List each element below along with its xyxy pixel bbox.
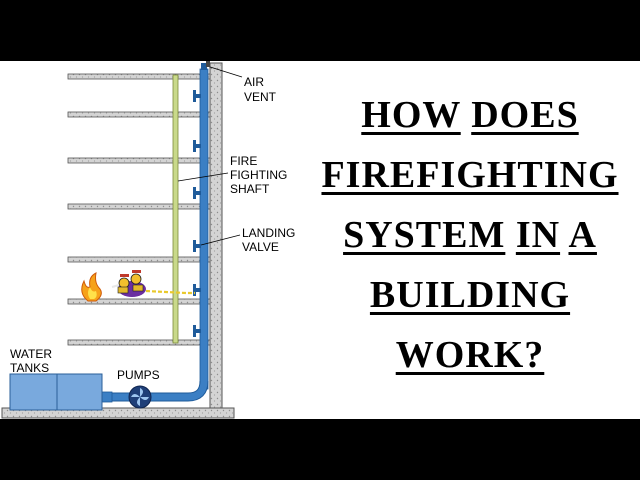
landing-valve bbox=[193, 284, 201, 296]
floor-slab bbox=[67, 203, 211, 210]
headline-word: BUILDING bbox=[369, 274, 571, 316]
leader-line-valve bbox=[200, 234, 241, 246]
headline-word: HOW bbox=[361, 94, 461, 136]
air-vent bbox=[201, 61, 243, 78]
riser-pipe bbox=[99, 68, 209, 403]
floor-slab bbox=[67, 111, 211, 118]
floor-slab bbox=[67, 256, 211, 263]
floor-slabs bbox=[67, 73, 211, 346]
pumps-label: PUMPS bbox=[117, 368, 160, 382]
headline-line: HOW DOES bbox=[300, 85, 640, 145]
headline-line: FIREFIGHTING bbox=[300, 145, 640, 205]
headline-word: DOES bbox=[471, 94, 579, 136]
floor-slab bbox=[67, 339, 211, 346]
headline-word: IN bbox=[515, 214, 561, 256]
headline-line: BUILDING bbox=[300, 265, 640, 325]
landing-valves bbox=[193, 90, 201, 337]
headline-line: SYSTEM IN A bbox=[300, 205, 640, 265]
headline-line: WORK? bbox=[300, 325, 640, 385]
fire-hose bbox=[145, 289, 195, 295]
pump-icon bbox=[128, 385, 152, 409]
fire-fighting-shaft bbox=[172, 74, 179, 344]
leader-line-shaft bbox=[177, 172, 229, 182]
water-tanks bbox=[9, 373, 103, 411]
headline-word: A bbox=[568, 214, 597, 256]
floor-slab bbox=[67, 157, 211, 164]
landing-valve bbox=[193, 187, 201, 199]
ground-slab bbox=[1, 407, 235, 419]
headline-word: WORK? bbox=[395, 334, 545, 376]
headline-word: FIREFIGHTING bbox=[321, 154, 619, 196]
landing-valve bbox=[193, 325, 201, 337]
floor-slab bbox=[67, 73, 211, 80]
landing-valve bbox=[193, 90, 201, 102]
headline: HOW DOES FIREFIGHTING SYSTEM IN A BUILDI… bbox=[300, 85, 640, 385]
floor-slab bbox=[67, 298, 211, 305]
firefighters-icon bbox=[111, 270, 146, 297]
fire-icon bbox=[81, 272, 102, 302]
landing-valve bbox=[193, 240, 201, 252]
landing-valve bbox=[193, 140, 201, 152]
building-wall bbox=[209, 62, 223, 412]
headline-word: SYSTEM bbox=[343, 214, 506, 256]
